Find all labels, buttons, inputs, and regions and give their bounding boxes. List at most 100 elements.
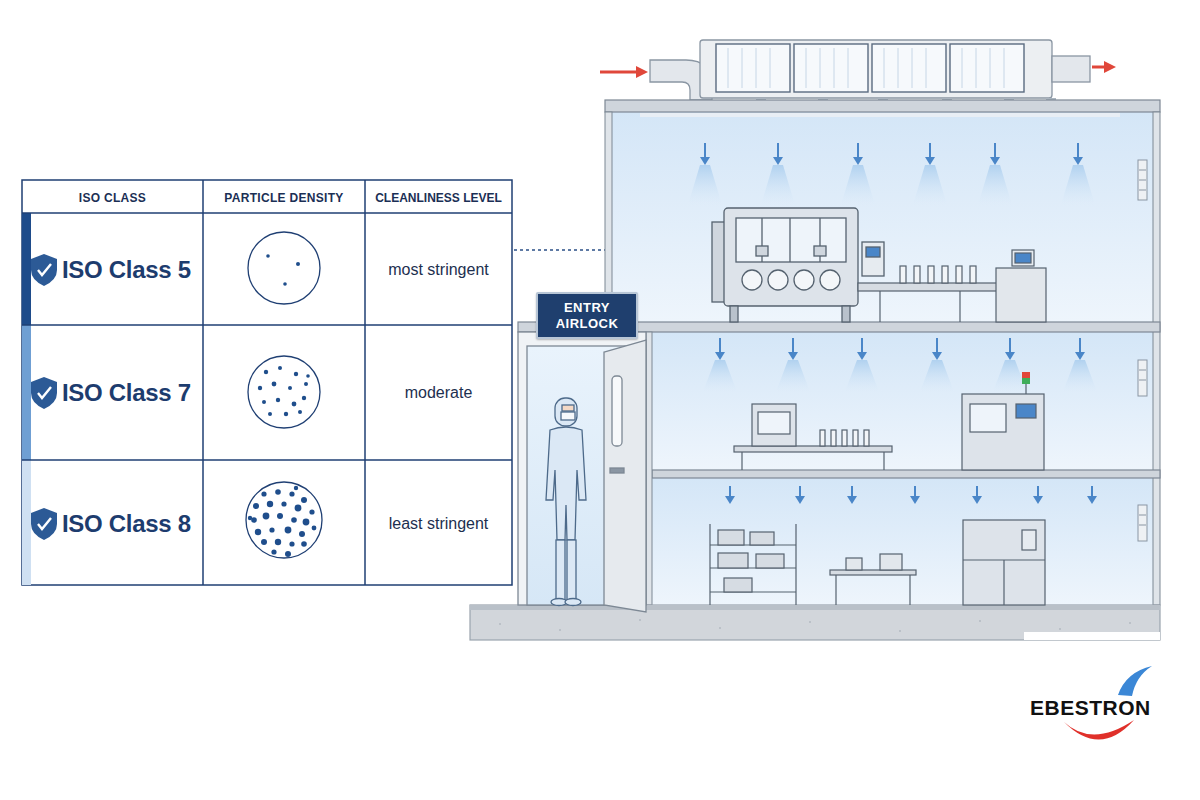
- wall-vent-part: [1138, 160, 1147, 200]
- entry-airlock-part: [612, 376, 622, 446]
- hvac-duct-part: [950, 44, 1024, 92]
- hvac-duct-part-part: [990, 48, 991, 88]
- hvac-duct-part-part: [742, 48, 743, 88]
- brand-logo-box: EBESTRON: [1030, 695, 1180, 720]
- downflow-arrow-part: [1037, 486, 1039, 497]
- lab-bench: [734, 404, 892, 470]
- shield-icon-part: [31, 508, 57, 540]
- shield-icon-part: [31, 377, 57, 409]
- cleanroom-building-part: [646, 332, 652, 605]
- iso-class-name-box: ISO Class 7: [62, 379, 202, 408]
- process-machine-part: [1022, 372, 1030, 378]
- air-cone-part: [776, 360, 810, 392]
- downflow-arrow-part: [792, 338, 794, 353]
- brand-logo: EBESTRON: [1030, 695, 1151, 720]
- downflow-arrow-part: [929, 143, 931, 158]
- downflow-arrow-part: [1087, 496, 1097, 504]
- filling-line-part: [996, 268, 1046, 322]
- downflow-arrow: [700, 143, 1097, 504]
- logo-swoosh-part: [1064, 720, 1134, 740]
- filling-line-part: [900, 266, 906, 283]
- lab-bench-part: [864, 430, 869, 446]
- cleanliness-level: moderate: [405, 383, 473, 402]
- gowned-worker-part: [567, 540, 576, 600]
- downflow-arrow-part: [1091, 486, 1093, 497]
- air-cone-part: [761, 165, 795, 205]
- particle-circle-part: [268, 412, 272, 416]
- airflow-arrow-part: [600, 71, 638, 74]
- class-table-part: [22, 324, 512, 326]
- particle-circle-part: [285, 551, 291, 557]
- iso-class-name: ISO Class 5: [62, 256, 191, 285]
- gowned-worker: [546, 398, 586, 606]
- filling-line-part: [1015, 253, 1031, 263]
- cleanroom-building-part: [1153, 112, 1160, 605]
- air-cone-part: [920, 360, 954, 392]
- downflow-arrow-part: [936, 338, 938, 353]
- lab-bench-part: [842, 430, 847, 446]
- particle-circle-part: [301, 541, 307, 547]
- downflow-arrow-part: [990, 157, 1000, 165]
- downflow-arrow-part: [729, 486, 731, 497]
- wall-vent-part-part: [1139, 525, 1146, 526]
- hvac-duct-part-part: [976, 48, 977, 88]
- wall-vent-part-part: [1139, 515, 1146, 516]
- table-header: CLEANLINESS LEVEL: [375, 191, 502, 205]
- hvac-duct-part-part: [728, 48, 729, 88]
- hvac-duct-part-part: [756, 48, 757, 88]
- gowned-worker-part: [556, 540, 565, 600]
- air-cone-part: [913, 165, 947, 205]
- particle-circle-part: [303, 519, 310, 526]
- equipment-cabinet-part: [963, 520, 1045, 605]
- cleanroom-building-part-part: [899, 630, 901, 632]
- hvac-duct-part-part: [806, 48, 807, 88]
- downflow-arrow-part: [704, 143, 706, 158]
- process-machine-part: [1022, 378, 1030, 384]
- particle-circle-part: [261, 539, 267, 545]
- process-machine-part: [962, 394, 1044, 470]
- isolator-glovebox-part: [768, 270, 788, 290]
- particle-circle-part: [248, 232, 320, 304]
- downflow-arrow-part: [777, 143, 779, 158]
- wall-vent: [1138, 160, 1147, 541]
- isolator-glovebox-part: [866, 247, 880, 257]
- particle-circle-part: [246, 482, 322, 558]
- isolator-glovebox-part: [742, 270, 762, 290]
- particle-circle-part: [255, 529, 261, 535]
- particle-circle-part: [263, 513, 270, 520]
- particle-circle-part: [269, 527, 274, 532]
- cleanroom-building-part: [605, 112, 612, 322]
- wall-vent-part: [1139, 170, 1146, 525]
- air-cone: [688, 165, 1097, 392]
- particle-circle-part: [295, 505, 302, 512]
- downflow-arrow-part: [1073, 157, 1083, 165]
- downflow-arrow-part: [972, 496, 982, 504]
- particle-circle-part: [272, 382, 277, 387]
- filling-line: [858, 250, 1046, 322]
- table-header-box: ISO CLASS: [22, 188, 203, 206]
- hvac-duct-part: [700, 40, 1052, 98]
- isolator-glovebox-part: [794, 270, 814, 290]
- cleanroom-building-part-part: [499, 623, 501, 625]
- class-table-part: [364, 180, 366, 585]
- shield-icon-part: [38, 518, 51, 529]
- air-cone-part: [1061, 165, 1095, 205]
- cleanroom-building-part: [499, 619, 1131, 632]
- cleanroom-building-part-part: [639, 619, 641, 621]
- process-machine-part: [1025, 384, 1026, 394]
- hvac-duct-part-part: [884, 48, 885, 88]
- particle-circle-part: [299, 531, 305, 537]
- storage-shelf-part: [756, 554, 784, 568]
- shield-icon: [31, 254, 57, 540]
- airflow-arrow-part: [1104, 61, 1116, 73]
- particle-circle-part: [284, 412, 288, 416]
- lab-bench-part: [752, 404, 796, 446]
- hvac-duct-part: [872, 44, 946, 92]
- particle-circle-part: [264, 370, 268, 374]
- isolator-glovebox-part: [820, 270, 840, 290]
- downflow-arrow-part: [799, 486, 801, 497]
- filling-line-part: [956, 266, 962, 283]
- hvac-duct-part-part: [820, 48, 821, 88]
- hvac-duct-part-part: [770, 48, 771, 88]
- downflow-arrow-part: [1079, 338, 1081, 353]
